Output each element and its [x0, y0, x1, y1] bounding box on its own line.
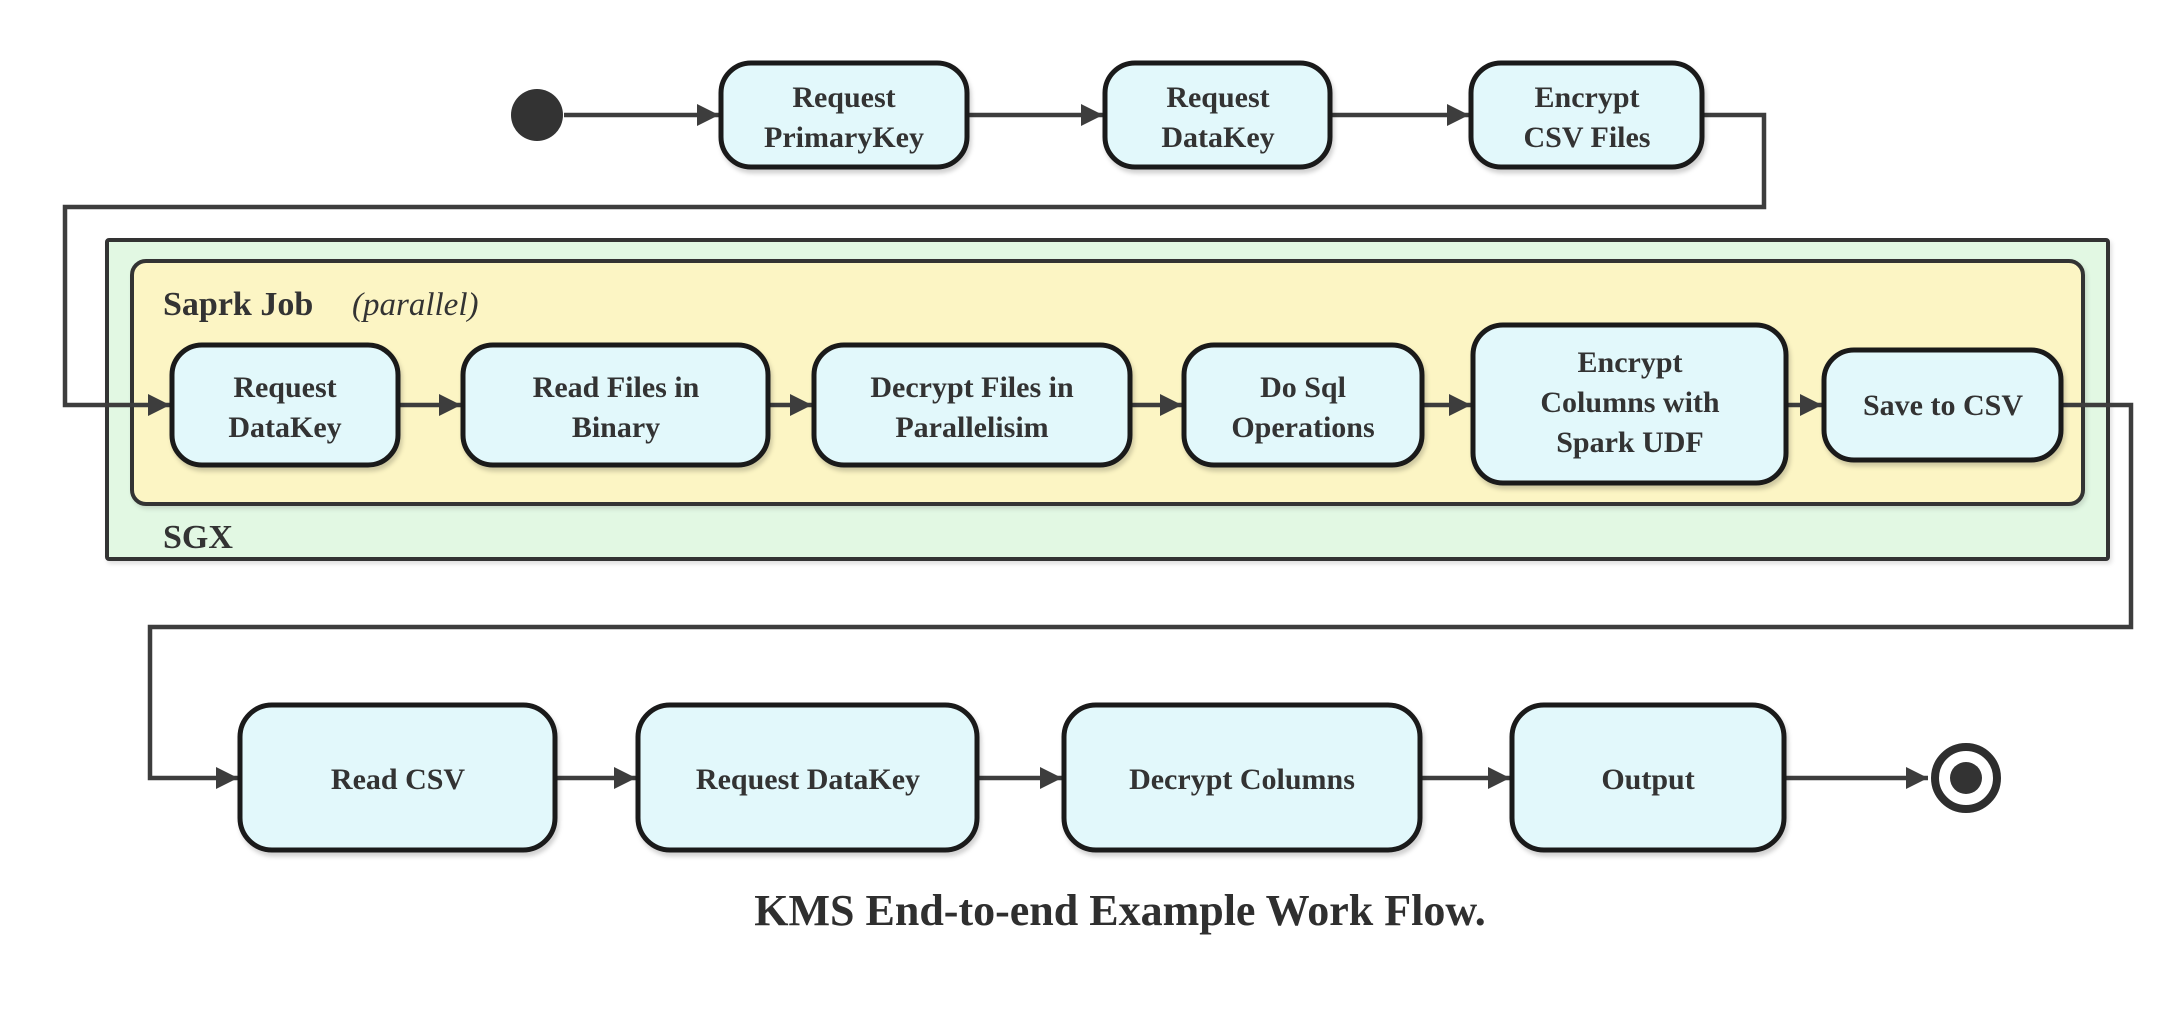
state-node-decrypt-columns: Decrypt Columns — [1061, 702, 1423, 853]
save-to-csv-label: Save to CSV — [1863, 389, 2023, 422]
decrypt-columns-label: Decrypt Columns — [1129, 763, 1355, 796]
state-node-save-to-csv: Save to CSV — [1821, 347, 2064, 463]
start-state-icon — [511, 89, 563, 141]
state-node-decrypt-files-in-parallelisim: Decrypt Files in Parallelisim — [811, 342, 1133, 468]
encrypt-columns-with-spark-udf-label: Columns with — [1540, 386, 1720, 419]
request-primarykey-label: Request — [792, 81, 895, 114]
read-files-in-binary-box — [460, 342, 771, 468]
state-node-encrypt-csv-files: Encrypt CSV Files — [1468, 60, 1705, 170]
decrypt-columns-box — [1061, 702, 1423, 853]
encrypt-columns-with-spark-udf-box — [1470, 322, 1789, 486]
end-state-icon — [1931, 743, 2001, 813]
request-datakey-sgx-box — [169, 342, 401, 468]
request-datakey-label: DataKey — [1161, 121, 1274, 154]
end-state-outer-ring — [1931, 743, 2001, 813]
do-sql-operations-label: Operations — [1231, 411, 1374, 444]
decrypt-files-in-parallelisim-box — [811, 342, 1133, 468]
decrypt-files-in-parallelisim-label: Decrypt Files in — [870, 371, 1074, 404]
encrypt-columns-with-spark-udf-label: Encrypt — [1578, 346, 1683, 379]
encrypt-csv-files-label: CSV Files — [1524, 121, 1651, 154]
end-state-inner-dot — [1950, 762, 1982, 794]
read-csv-box — [237, 702, 558, 853]
read-csv-label: Read CSV — [331, 763, 466, 796]
spark-job-label: Saprk Job — [163, 286, 313, 323]
state-node-request-datakey-client: Request DataKey — [635, 702, 980, 853]
do-sql-operations-label: Do Sql — [1260, 371, 1346, 404]
request-datakey-box — [1102, 60, 1333, 170]
diagram-caption: KMS End-to-end Example Work Flow. — [754, 886, 1485, 935]
state-node-read-csv: Read CSV — [237, 702, 558, 853]
sgx-label: SGX — [163, 519, 233, 556]
request-primarykey-box — [718, 60, 970, 170]
edge-save-to-csv-to-read-csv — [147, 402, 2134, 789]
request-primarykey-label: PrimaryKey — [764, 121, 924, 154]
request-datakey-client-box — [635, 702, 980, 853]
read-files-in-binary-label: Read Files in — [533, 371, 700, 404]
state-node-request-datakey-sgx: Request DataKey — [169, 342, 401, 468]
state-node-request-datakey: Request DataKey — [1102, 60, 1333, 170]
state-node-output: Output — [1509, 702, 1787, 853]
output-box — [1509, 702, 1787, 853]
output-label: Output — [1601, 763, 1694, 796]
spark-job-parallel-note: (parallel) — [352, 287, 478, 323]
state-node-do-sql-operations: Do Sql Operations — [1181, 342, 1425, 468]
read-files-in-binary-label: Binary — [572, 411, 660, 444]
request-datakey-client-label: Request DataKey — [696, 763, 920, 796]
do-sql-operations-box — [1181, 342, 1425, 468]
state-node-read-files-in-binary: Read Files in Binary — [460, 342, 771, 468]
request-datakey-sgx-label: DataKey — [228, 411, 341, 444]
encrypt-csv-files-label: Encrypt — [1535, 81, 1640, 114]
save-to-csv-box — [1821, 347, 2064, 463]
request-datakey-label: Request — [1166, 81, 1269, 114]
edge-encrypt-csv-files-to-sgx-request-datakey — [62, 112, 1767, 416]
state-node-request-primarykey: Request PrimaryKey — [718, 60, 970, 170]
encrypt-csv-files-box — [1468, 60, 1705, 170]
state-node-encrypt-columns-with-spark-udf: Encrypt Columns with Spark UDF — [1470, 322, 1789, 486]
encrypt-columns-with-spark-udf-label: Spark UDF — [1556, 426, 1704, 459]
request-datakey-sgx-label: Request — [233, 371, 336, 404]
decrypt-files-in-parallelisim-label: Parallelisim — [895, 411, 1048, 444]
